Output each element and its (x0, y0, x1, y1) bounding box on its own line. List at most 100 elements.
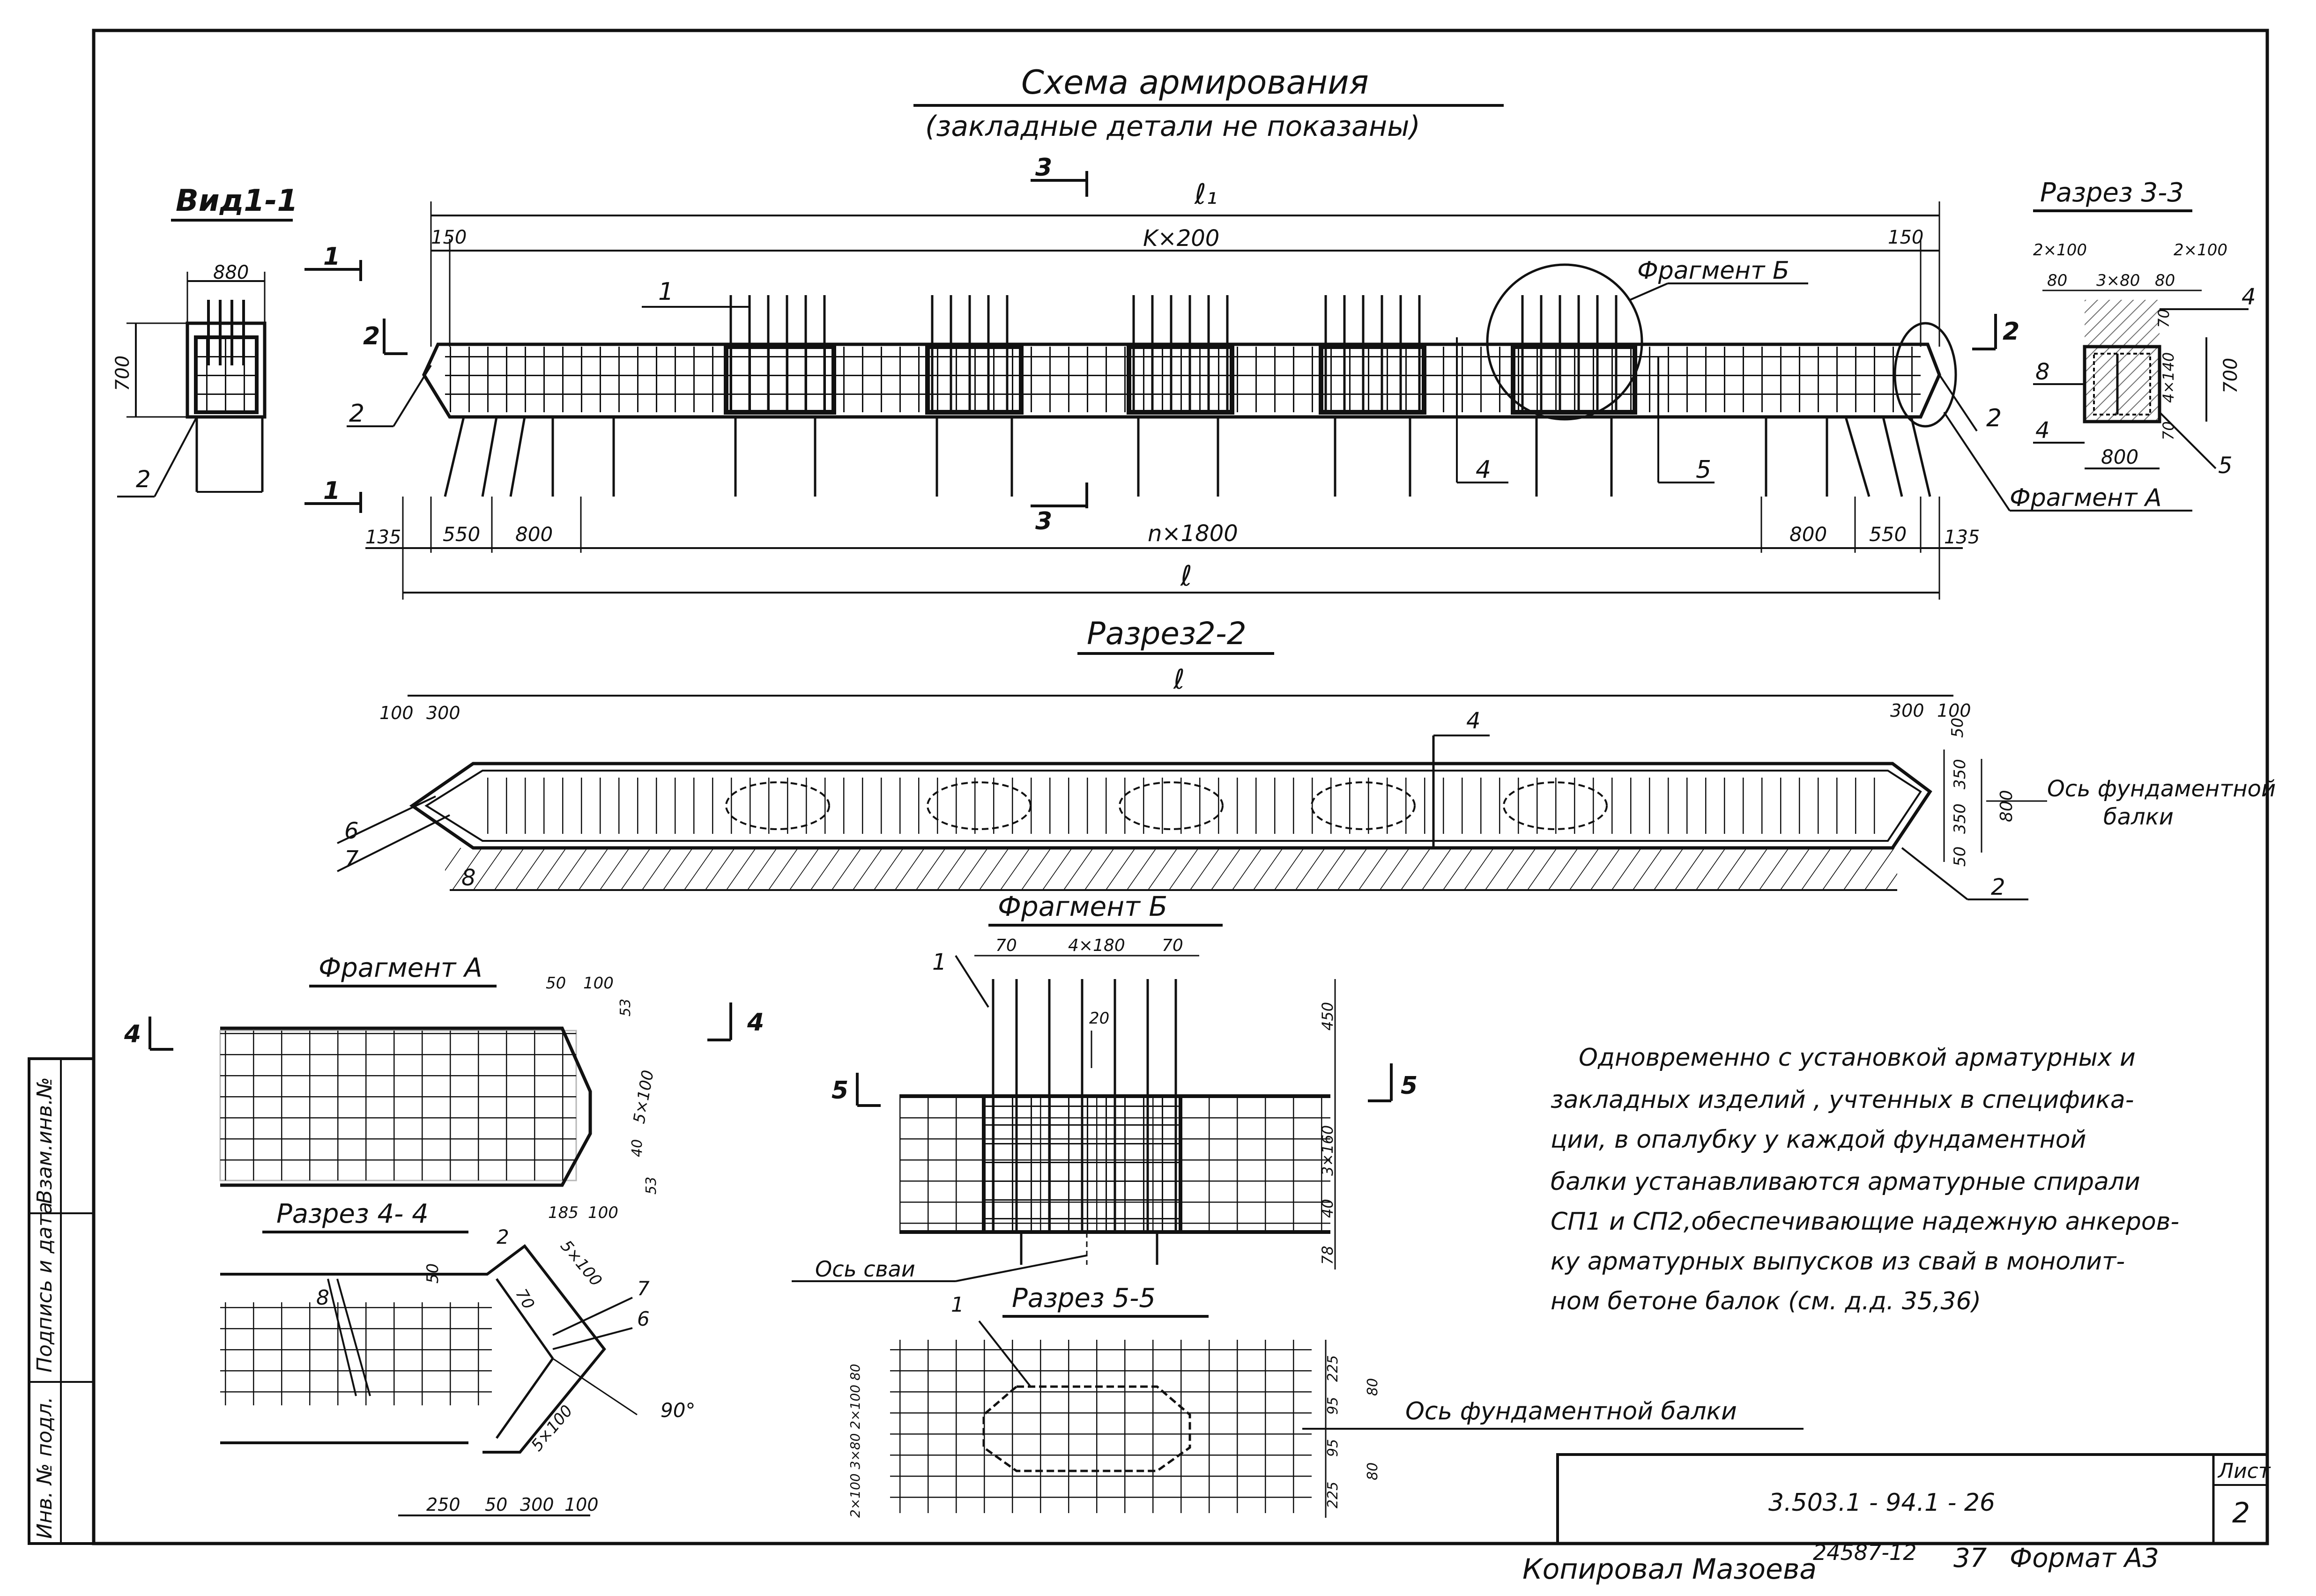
r55-axis: Ось фундаментной балки (1405, 1397, 1737, 1425)
fragB-dim-78: 78 (1319, 1246, 1336, 1265)
r22-axis-2: балки (2103, 804, 2174, 830)
section-3-3-title: Разрез 3-3 (2040, 178, 2184, 208)
sheet-footer: Копировал Мазоева 24587-12 37 Формат А3 (1522, 1540, 2159, 1586)
fragB-dim-4x180: 4×180 (1068, 936, 1125, 955)
note-line-3: ции, в опалубку у каждой фундаментной (1551, 1126, 2086, 1154)
section-2-2-title: Разрез2-2 (1087, 616, 1247, 652)
r22-dim-300-right: 300 (1890, 700, 1924, 721)
main-pos-2-left: 2 (349, 400, 364, 428)
r22-dim-50-bottom: 50 (1951, 846, 1969, 867)
r33-pos-5: 5 (2218, 453, 2233, 479)
section-3-top: 3 (1035, 154, 1052, 182)
r33-dim-80-left: 80 (2047, 271, 2067, 290)
fragment-b-circle (1486, 263, 1643, 421)
fragA-dim-53-top: 53 (617, 999, 634, 1017)
section-3-bottom: 3 (1035, 507, 1052, 535)
r44-pos-7: 7 (637, 1277, 650, 1300)
r22-pos-4: 4 (1466, 708, 1481, 734)
r55-pos-1: 1 (951, 1293, 964, 1317)
r22-dim-350-top: 350 (1951, 759, 1969, 789)
fragB-section-5-right: 5 (1401, 1072, 1418, 1100)
title-sub: (закладные детали не показаны) (925, 110, 1420, 143)
note-line-2: закладных изделий , учтенных в специфика… (1551, 1086, 2134, 1114)
r33-dim-700: 700 (2220, 358, 2242, 393)
r33-dim-2x100-left: 2×100 (2033, 241, 2087, 260)
dim-135-left: 135 (365, 527, 401, 548)
side-strip-signature-date: Подпись и дата (33, 1202, 57, 1373)
r22-dim-350-bottom: 350 (1951, 803, 1969, 834)
r55-dim-225-bottom: 225 (1325, 1482, 1341, 1508)
view-1-1-pos-2: 2 (136, 466, 151, 493)
r44-dim-50b: 50 (485, 1494, 507, 1515)
r55-dim-95-bottom: 95 (1325, 1439, 1341, 1457)
title-main: Схема армирования (1021, 63, 1369, 102)
r44-dim-5x100-top: 5×100 (557, 1237, 606, 1290)
view-1-1-width: 880 (213, 262, 249, 283)
note-line-5: СП1 и СП2,обеспечивающие надежную анкеро… (1551, 1208, 2179, 1236)
r55-dim-left: 2×100 3×80 2×100 80 (847, 1364, 863, 1518)
fragA-dim-5x100: 5×100 (630, 1069, 657, 1125)
r33-pos-4-top: 4 (2242, 284, 2256, 310)
dim-550-right: 550 (1869, 523, 1907, 546)
fragment-a: Фрагмент А 4 4 50 100 53 5×100 40 53 185… (124, 953, 764, 1222)
r33-dim-4x140: 4×140 (2160, 352, 2177, 403)
r44-dim-5x100-bottom: 5×100 (527, 1402, 577, 1455)
r44-dim-300: 300 (520, 1494, 554, 1515)
r44-dim-70: 70 (512, 1286, 538, 1313)
r33-dim-70-top: 70 (2155, 309, 2173, 328)
dim-150-right: 150 (1888, 227, 1923, 248)
fragA-dim-53-bottom: 53 (643, 1177, 660, 1195)
r33-dim-80-right: 80 (2155, 271, 2175, 290)
section-4-4-title: Разрез 4- 4 (276, 1199, 429, 1229)
note-line-4: балки устанавливаются арматурные спирали (1551, 1168, 2140, 1196)
fragA-dim-50: 50 (546, 974, 566, 993)
side-strip-inv-original: Инв. № подл. (33, 1396, 57, 1539)
stamp-code: 3.503.1 - 94.1 - 26 (1768, 1489, 1995, 1517)
r33-dim-70-bottom: 70 (2160, 421, 2177, 440)
dim-550-left: 550 (443, 523, 480, 546)
section-2-left: 2 (363, 322, 380, 350)
r22-dim-300-left: 300 (426, 703, 460, 723)
r44-pos-2: 2 (497, 1225, 509, 1248)
r22-dim-50-top: 50 (1948, 718, 1967, 738)
footer-copied: Копировал Мазоева (1522, 1553, 1817, 1586)
section-4-4: Разрез 4- 4 8 2 7 6 50 70 5×100 5×100 90… (220, 1199, 695, 1516)
r55-dim-80-bottom: 80 (1365, 1462, 1381, 1480)
fragB-dim-40: 40 (1319, 1199, 1336, 1218)
dim-135-right: 135 (1944, 527, 1980, 548)
view-1-1-title: Вид1-1 (176, 184, 298, 218)
footer-format: Формат А3 (2010, 1543, 2159, 1574)
dim-k200: K×200 (1143, 225, 1219, 252)
r44-pos-8: 8 (316, 1286, 329, 1310)
main-pos-2-right: 2 (1986, 404, 2002, 432)
r44-dim-100: 100 (564, 1494, 599, 1515)
main-pos-1: 1 (658, 278, 674, 306)
fragA-dim-100b: 100 (588, 1203, 618, 1222)
section-1-top: 1 (323, 243, 340, 271)
sheet-frame (92, 29, 2269, 1545)
fragA-dim-40: 40 (629, 1139, 646, 1157)
fragB-pos-1: 1 (932, 949, 947, 975)
fragment-a-section-4-left: 4 (124, 1020, 141, 1048)
side-strip: Взам.инв.№ Подпись и дата Инв. № подл. (28, 1057, 95, 1545)
section-1-bottom: 1 (323, 477, 340, 505)
dim-l1: ℓ₁ (1194, 178, 1217, 211)
section-5-5-title: Разрез 5-5 (1012, 1283, 1156, 1314)
fragB-dim-3x160: 3×160 (1319, 1125, 1336, 1176)
fragB-dim-20: 20 (1089, 1009, 1109, 1028)
sheet-title: Схема армирования (закладные детали не п… (913, 63, 1504, 143)
title-block: 3.503.1 - 94.1 - 26 Лист 2 (1556, 1453, 2271, 1545)
fragment-a-ellipse (1893, 322, 1957, 428)
r55-dim-225-top: 225 (1325, 1355, 1341, 1382)
footer-37: 37 (1953, 1543, 1987, 1574)
r22-axis-1: Ось фундаментной (2047, 776, 2276, 802)
r22-dim-100-left: 100 (379, 703, 414, 723)
r33-pos-4-bottom: 4 (2035, 417, 2050, 444)
r22-dim-l: ℓ (1173, 663, 1185, 695)
dim-n1800: n×1800 (1148, 520, 1238, 547)
dim-l: ℓ (1180, 560, 1192, 593)
r44-dim-250: 250 (426, 1494, 460, 1515)
side-strip-inv-replace: Взам.инв.№ (33, 1077, 57, 1204)
r33-dim-800: 800 (2101, 445, 2138, 468)
fragment-a-title: Фрагмент А (319, 953, 482, 983)
